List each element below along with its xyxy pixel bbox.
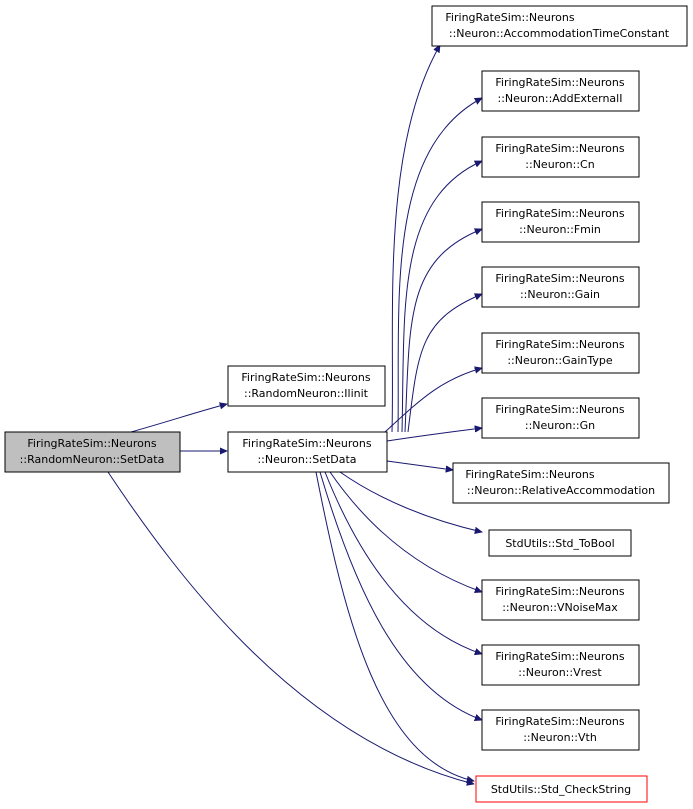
node-vrest[interactable]: FiringRateSim::Neurons ::Neuron::Vrest (481, 644, 640, 686)
node-label-line1: FiringRateSim::Neurons (495, 650, 624, 663)
node-label: StdUtils::Std_CheckString (491, 783, 631, 796)
node-accommodation-time-constant[interactable]: FiringRateSim::Neurons ::Neuron::Accommo… (431, 5, 688, 47)
node-label-line1: FiringRateSim::Neurons (465, 468, 594, 481)
node-label-line1: FiringRateSim::Neurons (445, 11, 574, 24)
node-label-line2: ::Neuron::Fmin (519, 223, 601, 236)
node-label-line1: FiringRateSim::Neurons (495, 76, 624, 89)
edges (107, 45, 482, 784)
node-label-line2: ::Neuron::Cn (525, 158, 594, 171)
edge-setdata-to-fmin (404, 229, 482, 433)
node-label-line2: ::Neuron::Vrest (518, 666, 602, 679)
edge-setdata-random-to-ilinit (130, 404, 227, 433)
node-gain-type[interactable]: FiringRateSim::Neurons ::Neuron::GainTyp… (481, 332, 640, 374)
node-label-line2: ::Neuron::RelativeAccommodation (467, 484, 655, 497)
node-add-external-i[interactable]: FiringRateSim::Neurons ::Neuron::AddExte… (481, 70, 640, 112)
node-label-line2: ::Neuron::GainType (507, 354, 613, 367)
node-set-data-neuron[interactable]: FiringRateSim::Neurons ::Neuron::SetData (227, 431, 388, 473)
node-label-line1: FiringRateSim::Neurons (495, 403, 624, 416)
edge-setdata-random-to-std-check-string (107, 471, 474, 784)
node-label-line2: ::RandomNeuron::Ilinit (244, 387, 369, 400)
node-label-line1: FiringRateSim::Neurons (495, 207, 624, 220)
node-label-line2: ::Neuron::VNoiseMax (502, 601, 618, 614)
node-gain[interactable]: FiringRateSim::Neurons ::Neuron::Gain (481, 266, 640, 308)
edge-setdata-to-std-to-bool (339, 471, 482, 532)
edge-setdata-to-gain (407, 294, 482, 433)
node-vnoise-max[interactable]: FiringRateSim::Neurons ::Neuron::VNoiseM… (481, 579, 640, 621)
node-label-line2: ::Neuron::AddExternalI (498, 92, 623, 105)
node-label-line1: FiringRateSim::Neurons (495, 142, 624, 155)
node-vth[interactable]: FiringRateSim::Neurons ::Neuron::Vth (481, 709, 640, 751)
node-label-line2: ::Neuron::Gain (520, 288, 600, 301)
edge-setdata-to-cn (401, 160, 482, 433)
node-label-line1: FiringRateSim::Neurons (242, 437, 371, 450)
edge-setdata-to-gain-type (384, 368, 482, 433)
edge-setdata-to-vnoise-max (329, 471, 482, 592)
edge-setdata-to-vrest (324, 471, 482, 654)
node-label-line2: ::Neuron::AccommodationTimeConstant (449, 27, 670, 40)
node-label-line2: ::Neuron::Gn (525, 419, 595, 432)
node-ilinit[interactable]: FiringRateSim::Neurons ::RandomNeuron::I… (227, 365, 386, 407)
edge-setdata-to-gn (386, 428, 482, 442)
node-std-check-string[interactable]: StdUtils::Std_CheckString (475, 775, 648, 803)
node-label-line1: FiringRateSim::Neurons (495, 338, 624, 351)
edge-setdata-to-relative-accommodation (386, 460, 453, 470)
node-set-data-random[interactable]: FiringRateSim::Neurons ::RandomNeuron::S… (4, 431, 181, 473)
edge-setdata-to-accommodation-time-constant (391, 45, 440, 433)
node-relative-accommodation[interactable]: FiringRateSim::Neurons ::Neuron::Relativ… (452, 462, 670, 504)
edge-setdata-to-std-check-string (315, 471, 474, 781)
edge-setdata-to-vth (319, 471, 482, 720)
node-label-line2: ::RandomNeuron::SetData (20, 453, 165, 466)
node-std-to-bool[interactable]: StdUtils::Std_ToBool (488, 529, 632, 557)
edge-setdata-to-add-external-i (397, 98, 482, 433)
node-label-line2: ::Neuron::Vth (523, 731, 597, 744)
node-label-line1: FiringRateSim::Neurons (495, 585, 624, 598)
node-gn[interactable]: FiringRateSim::Neurons ::Neuron::Gn (481, 397, 640, 439)
node-label: StdUtils::Std_ToBool (505, 537, 614, 550)
node-cn[interactable]: FiringRateSim::Neurons ::Neuron::Cn (481, 136, 640, 178)
node-fmin[interactable]: FiringRateSim::Neurons ::Neuron::Fmin (481, 201, 640, 243)
node-label-line1: FiringRateSim::Neurons (241, 371, 370, 384)
node-label-line1: FiringRateSim::Neurons (495, 715, 624, 728)
node-label-line1: FiringRateSim::Neurons (495, 272, 624, 285)
node-label-line1: FiringRateSim::Neurons (27, 437, 156, 450)
node-label-line2: ::Neuron::SetData (257, 453, 356, 466)
